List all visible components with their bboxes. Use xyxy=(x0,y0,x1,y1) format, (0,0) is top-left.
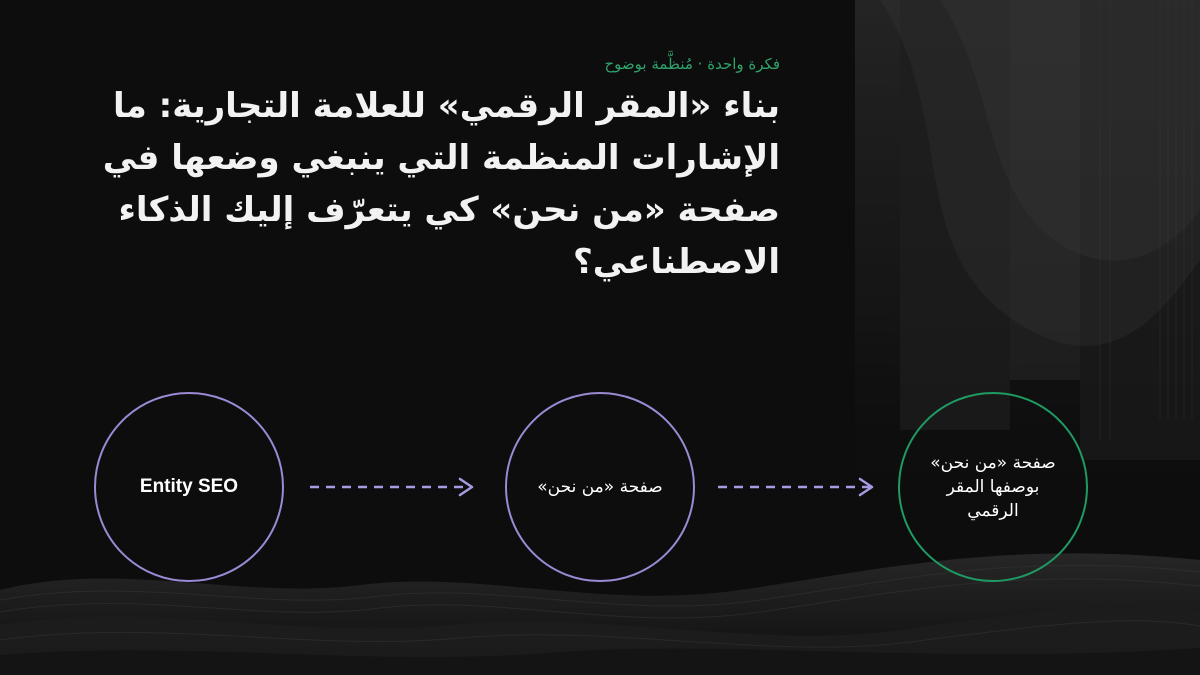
flow-node-entity-seo: Entity SEO xyxy=(94,392,284,582)
slide-title: بناء «المقر الرقمي» للعلامة التجارية: ما… xyxy=(102,86,780,282)
flow-node-label: صفحة «من نحن» بوصفها المقر الرقمي xyxy=(930,453,1056,521)
flow-node-label: Entity SEO xyxy=(139,476,239,497)
flow-node-about-page: صفحة «من نحن» xyxy=(505,392,695,582)
eyebrow-tagline: فكرة واحدة · مُنظَّمة بوضوح xyxy=(604,55,780,73)
flow-node-digital-hq: صفحة «من نحن» بوصفها المقر الرقمي xyxy=(898,392,1088,582)
flow-node-label: صفحة «من نحن» xyxy=(537,477,663,497)
